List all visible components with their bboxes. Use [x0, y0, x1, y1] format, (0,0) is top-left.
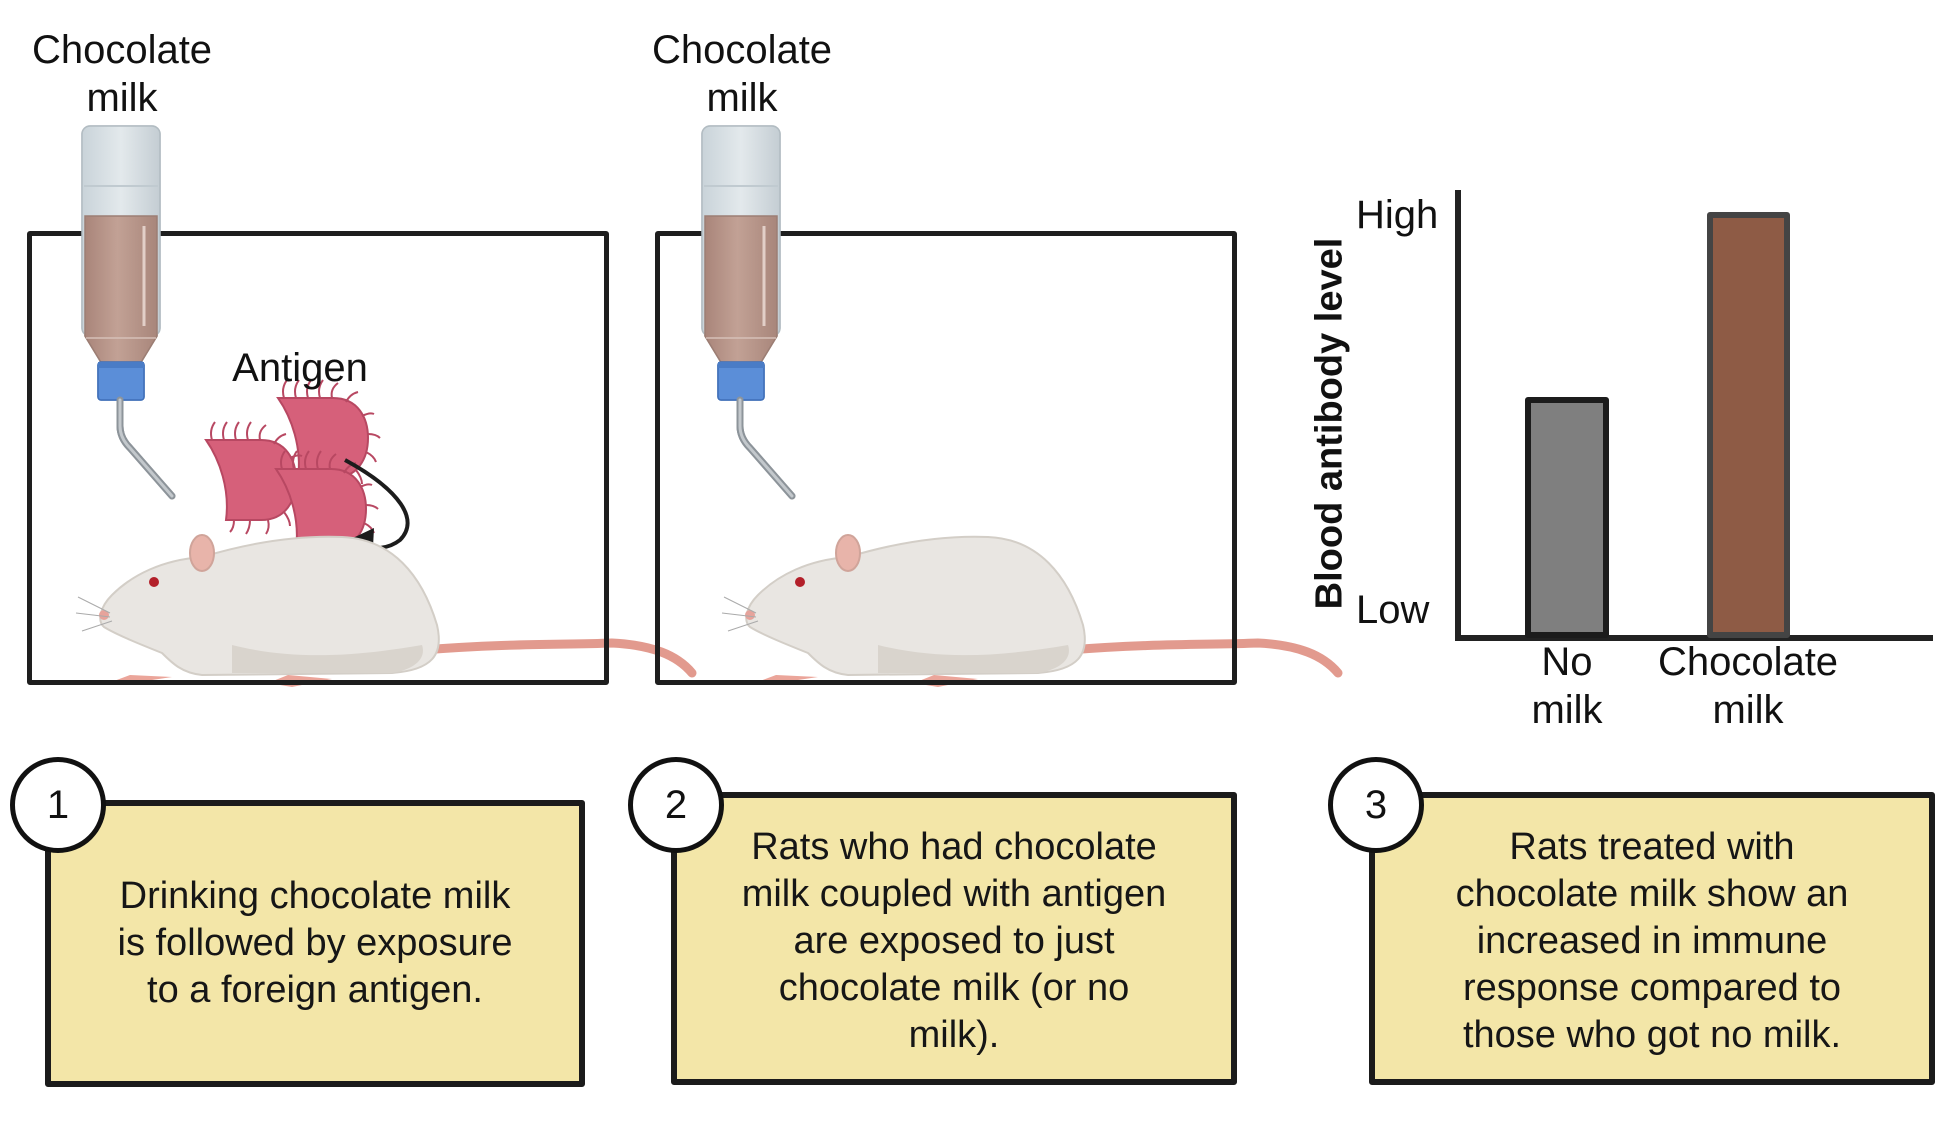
- x-label-chocolate-milk: Chocolate milk: [1657, 640, 1839, 732]
- y-tick-high: High: [1356, 193, 1439, 237]
- step-3-caption: Rats treated with chocolate milk show an…: [1369, 792, 1935, 1085]
- step-2-badge: 2: [628, 757, 724, 853]
- bar-chocolate-milk: [1707, 212, 1790, 638]
- step-2-caption: Rats who had chocolate milk coupled with…: [671, 792, 1237, 1085]
- bar-no-milk: [1525, 397, 1609, 638]
- antigen-label: Antigen: [232, 346, 368, 390]
- bottle-label-2: Chocolate milk: [651, 28, 833, 120]
- step-3-badge: 3: [1328, 757, 1424, 853]
- chart-x-axis: [1455, 635, 1933, 641]
- y-tick-low: Low: [1356, 588, 1430, 632]
- bottle-label-1: Chocolate milk: [31, 28, 213, 120]
- cage-1: [27, 231, 609, 685]
- step-1-badge: 1: [10, 757, 106, 853]
- chart-y-axis-label: Blood antibody level: [1308, 237, 1351, 610]
- cage-2: [655, 231, 1237, 685]
- chart-y-axis: [1455, 190, 1461, 641]
- x-label-no-milk: No milk: [1531, 640, 1603, 732]
- step-1-caption: Drinking chocolate milk is followed by e…: [45, 800, 585, 1087]
